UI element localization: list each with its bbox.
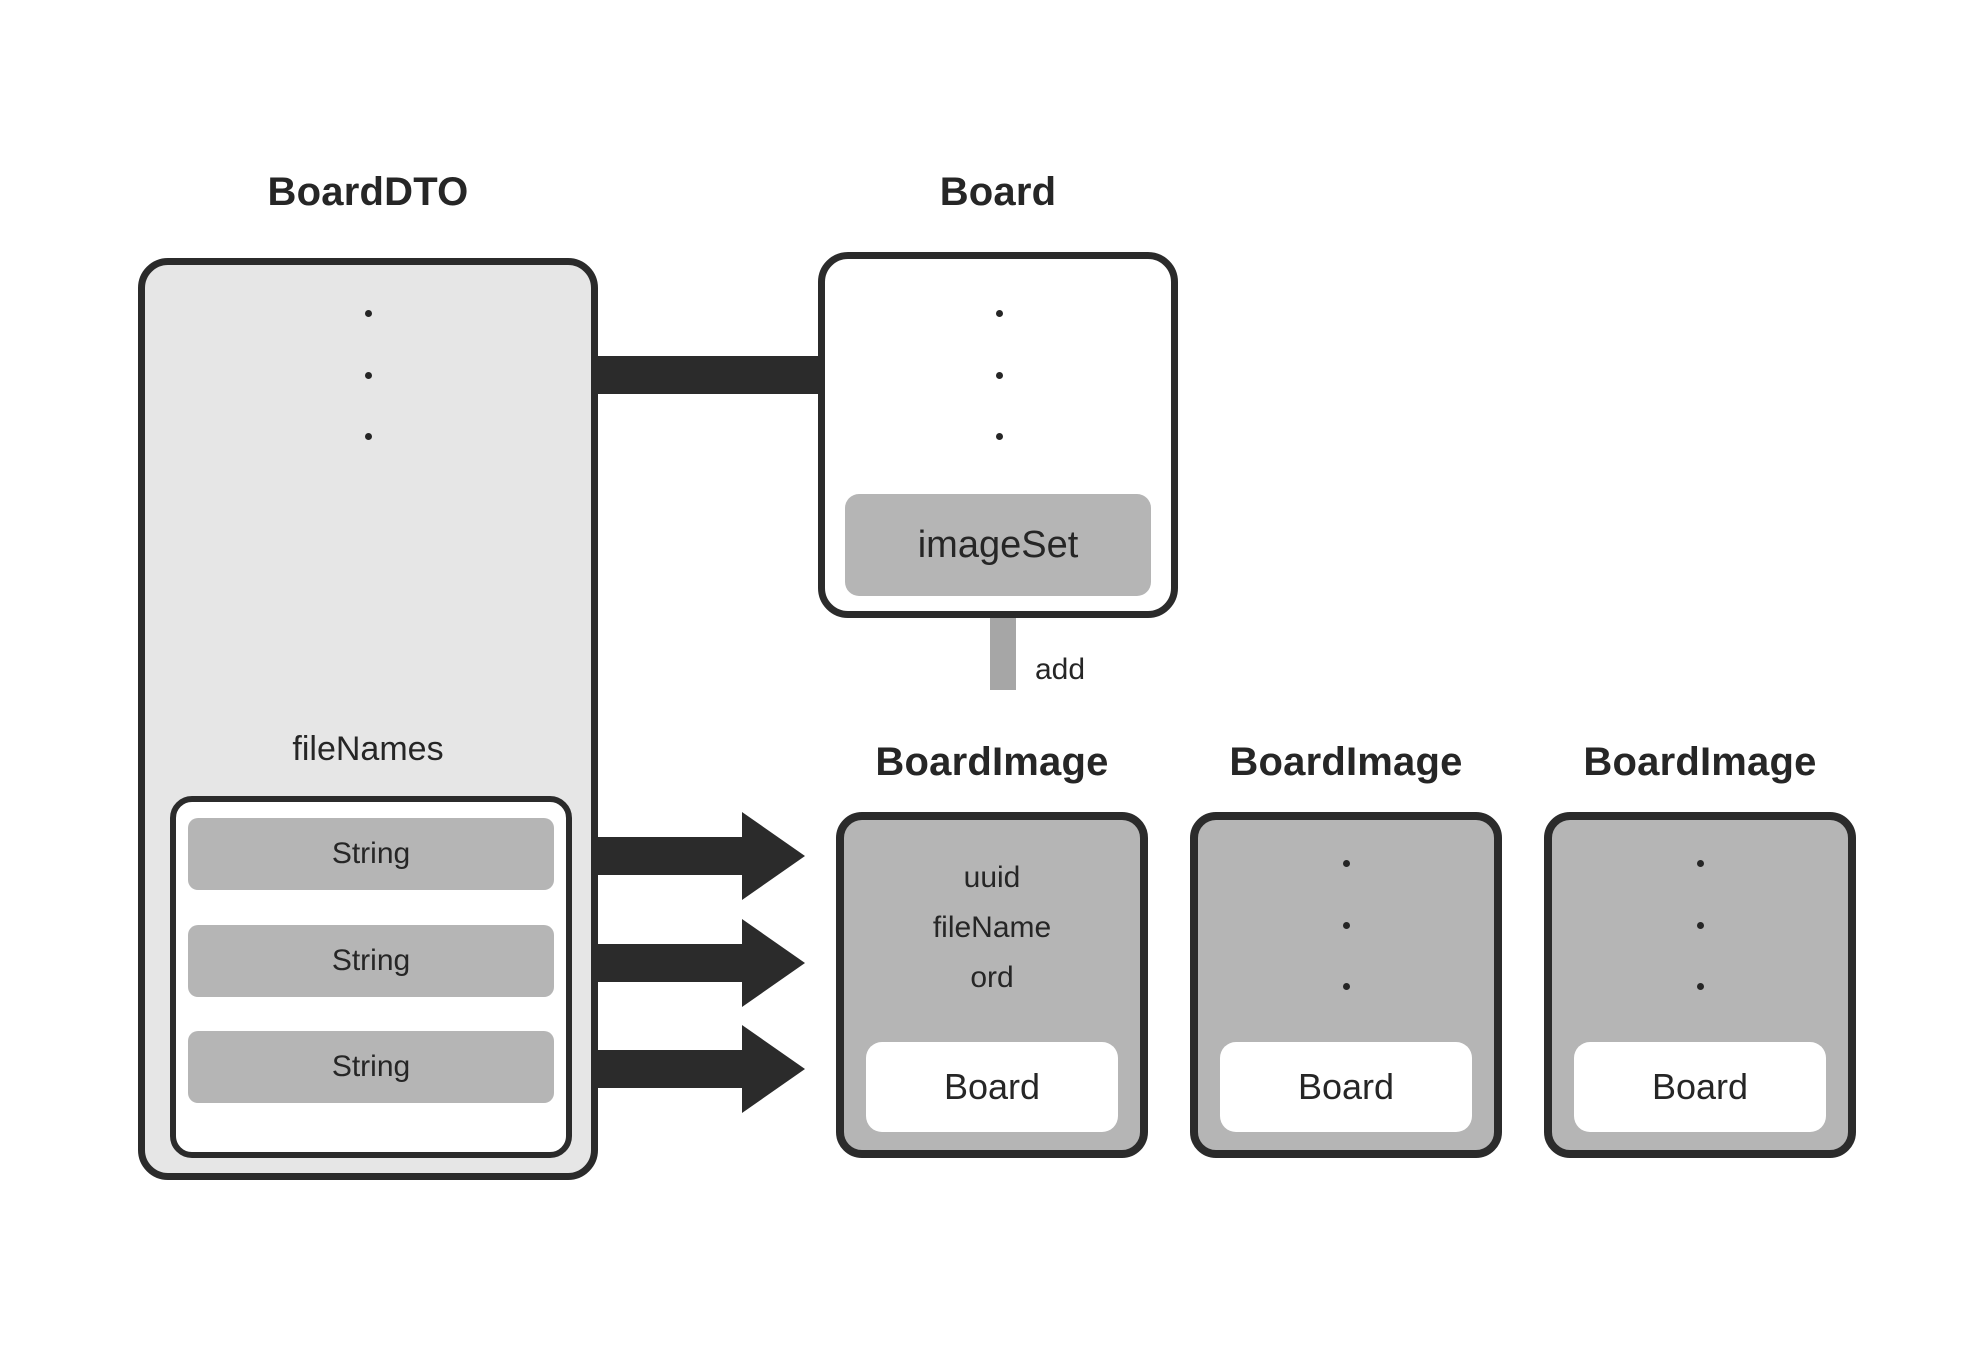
boardimage-3-title: BoardImage (1583, 740, 1817, 784)
boardimage-1-board-ref[interactable]: Board (866, 1042, 1118, 1132)
boardimage-1-field-filename: fileName (932, 911, 1052, 944)
board-ellipsis-icon (995, 310, 1003, 440)
list-item[interactable]: String (188, 1031, 554, 1103)
board-title: Board (939, 170, 1057, 214)
boardimage-3-board-ref[interactable]: Board (1574, 1042, 1826, 1132)
boardimage-1-field-uuid: uuid (963, 861, 1021, 894)
boardimage-3-ellipsis-icon (1696, 860, 1704, 990)
imageset-field[interactable]: imageSet (845, 494, 1151, 596)
list-item[interactable]: String (188, 925, 554, 997)
list-item[interactable]: String (188, 818, 554, 890)
boardimage-2-board-ref[interactable]: Board (1220, 1042, 1472, 1132)
boardimage-2-ellipsis-icon (1342, 860, 1350, 990)
boardimage-1-title: BoardImage (875, 740, 1109, 784)
add-edge-label: add (1035, 653, 1086, 686)
boarddto-title: BoardDTO (267, 170, 469, 214)
boarddto-ellipsis-icon (364, 310, 372, 440)
filenames-label: fileNames (292, 730, 444, 768)
boardimage-1-field-ord: ord (970, 961, 1014, 994)
boardimage-2-title: BoardImage (1229, 740, 1463, 784)
